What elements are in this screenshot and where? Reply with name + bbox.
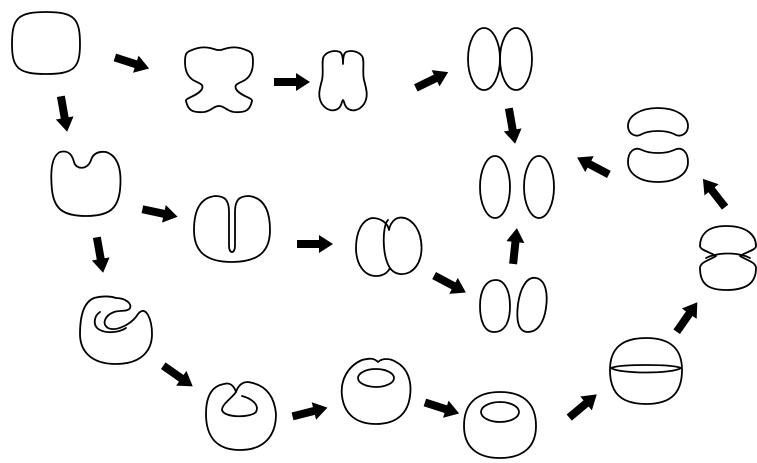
arrow-deep-to-ovals [411, 64, 453, 96]
arrow-notched-to-ufold [140, 200, 180, 226]
shape-disk-equator [610, 364, 682, 374]
shape-oval-left-top [467, 27, 501, 91]
shape-stacked-bottom [627, 147, 689, 183]
shape-stacked-top [627, 107, 689, 137]
shape-two-lobes-joined [355, 216, 423, 277]
arrow-square-to-notched [52, 94, 76, 134]
shape-cup-inner [93, 311, 127, 334]
arrow-dimple-to-ring [422, 393, 462, 423]
shape-disk [609, 337, 683, 405]
shape-u-fold [193, 195, 271, 263]
shape-oval-left-mid [479, 155, 511, 219]
shape-cup [79, 295, 153, 365]
arrow-cup-to-closing [158, 358, 198, 394]
arrow-lobes-to-split [429, 267, 471, 301]
shape-ring-hole [480, 401, 520, 423]
shape-lobe-left-split [479, 279, 511, 333]
arrow-split-up [504, 227, 526, 265]
arrow-stacked-to-ovals [572, 149, 614, 183]
shape-oval-right-mid [523, 155, 555, 219]
arrow-ufold-to-lobes [297, 235, 333, 253]
arrow-ring-to-disk [563, 387, 603, 425]
arrow-disk-to-pinched [669, 297, 705, 337]
arrow-pinched-to-deep [274, 73, 310, 91]
shape-cup-closing-inner [221, 391, 258, 418]
shape-oval-right-top [499, 27, 533, 91]
arrow-closing-to-dimple [290, 398, 330, 426]
shape-deeply-pinched-blob [318, 50, 368, 112]
shape-lobe-right-split [516, 277, 548, 333]
shape-pinch-line [705, 252, 751, 259]
shape-ring [463, 391, 537, 459]
arrow-ovals-down [500, 106, 524, 146]
arrow-pinched-to-stacked [695, 173, 733, 213]
arrow-notched-to-cup [88, 235, 112, 275]
shape-dimple-ring-hole [357, 368, 395, 388]
shape-notched-blob [50, 150, 122, 217]
arrow-square-to-pinched [112, 48, 152, 78]
shape-pinched-blob [184, 46, 254, 114]
shape-dimple-ring [340, 357, 412, 425]
shape-rounded-square [11, 11, 81, 75]
shape-pinched-horizontal [699, 225, 757, 291]
